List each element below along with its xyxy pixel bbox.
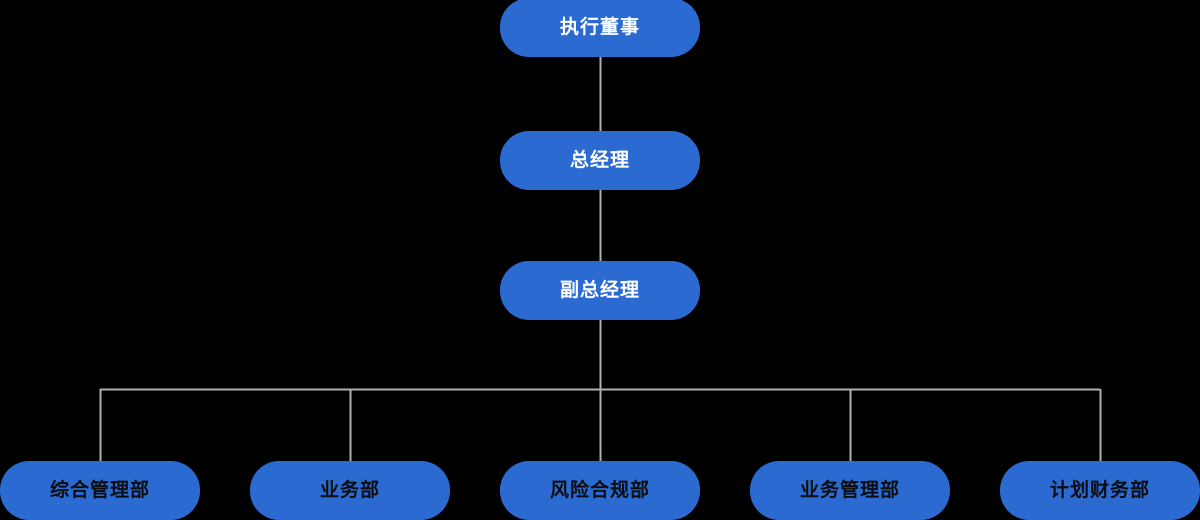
- node-department-business[interactable]: 业务部: [250, 461, 450, 520]
- node-department-planning-finance[interactable]: 计划财务部: [1000, 461, 1200, 520]
- node-department-0-label: 综合管理部: [49, 480, 150, 501]
- node-department-comprehensive-management[interactable]: 综合管理部: [0, 461, 200, 520]
- node-department-2-label: 风险合规部: [549, 480, 650, 501]
- node-department-risk-compliance[interactable]: 风险合规部: [500, 461, 700, 520]
- node-department-1-label: 业务部: [319, 480, 380, 501]
- node-department-3-label: 业务管理部: [799, 480, 900, 501]
- node-executive-director-label: 执行董事: [559, 17, 640, 38]
- node-department-business-management[interactable]: 业务管理部: [750, 461, 950, 520]
- node-general-manager-label: 总经理: [569, 150, 630, 171]
- node-general-manager[interactable]: 总经理: [500, 131, 700, 190]
- node-deputy-general-manager-label: 副总经理: [559, 280, 640, 301]
- node-executive-director[interactable]: 执行董事: [500, 0, 700, 57]
- node-department-4-label: 计划财务部: [1049, 480, 1150, 501]
- node-deputy-general-manager[interactable]: 副总经理: [500, 261, 700, 320]
